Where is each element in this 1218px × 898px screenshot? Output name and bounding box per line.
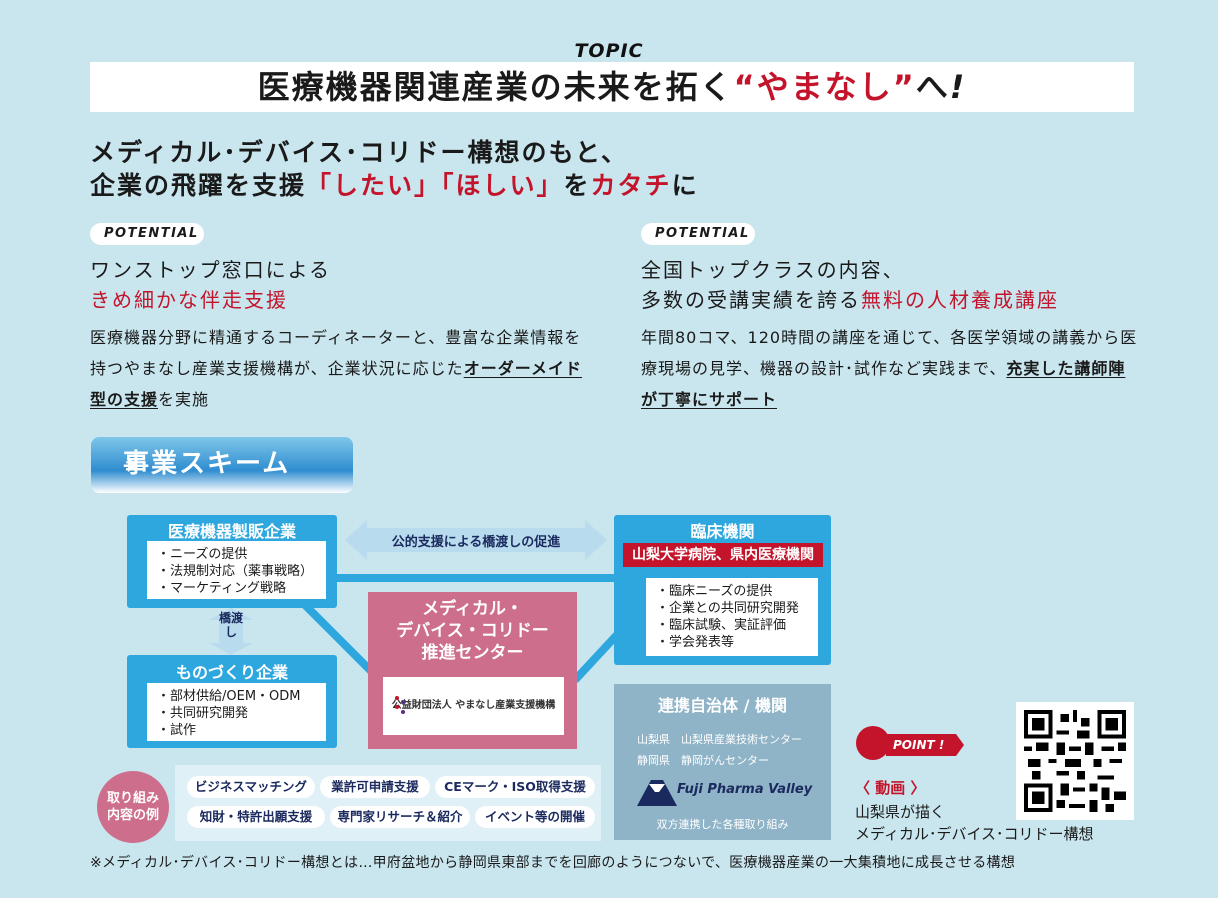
mono-item: ・試作 bbox=[157, 723, 197, 738]
clinic-subtitle: 山梨大学病院、県内医療機関 bbox=[623, 543, 823, 567]
logo-dots-icon bbox=[395, 696, 405, 714]
subtitle-part-d: カタチ bbox=[590, 171, 672, 200]
pointing-hand-icon bbox=[856, 726, 890, 760]
connector-horizontal bbox=[337, 574, 614, 582]
clinic-title: 臨床機関 bbox=[690, 522, 755, 541]
right-body: 年間80コマ、120時間の講座を通じて、各医学領域の講義から医療現場の見学、機器… bbox=[641, 322, 1141, 415]
clinic-item: ・学会発表等 bbox=[656, 635, 735, 650]
maker-item: ・マーケティング戦略 bbox=[157, 581, 286, 596]
initiative-tag: 専門家リサーチ＆紹介 bbox=[330, 806, 470, 828]
bridge-vertical-label: 橋渡し bbox=[219, 611, 244, 639]
initiative-tag: 業許可申請支援 bbox=[320, 776, 430, 798]
title-exclamation: ! bbox=[949, 68, 967, 106]
right-body-underlined: 充実した講師陣が丁寧にサポート bbox=[641, 359, 1126, 409]
page-title: 医療機器関連産業の未来を拓く“やまなし”へ! bbox=[90, 62, 1134, 112]
clinic-item: ・企業との共同研究開発 bbox=[656, 601, 799, 616]
footnote: ※メディカル･デバイス･コリドー構想とは…甲府盆地から静岡県東部までを回廊のよう… bbox=[90, 855, 1016, 871]
partner-title: 連携自治体 / 機関 bbox=[658, 696, 787, 715]
point-badge-shape bbox=[886, 734, 964, 756]
subtitle-part-a: 企業の飛躍を支援 bbox=[90, 171, 307, 200]
play-triangle-icon bbox=[128, 458, 138, 472]
right-heading-line2: 多数の受講実績を誇る無料の人材養成講座 bbox=[641, 285, 1059, 315]
maker-item: ・ニーズの提供 bbox=[157, 547, 248, 562]
center-title-line1: メディカル・ bbox=[422, 599, 523, 619]
left-heading: ワンストップ窓口による きめ細かな伴走支援 bbox=[90, 255, 331, 315]
bridge-horizontal-label: 公的支援による橋渡しの促進 bbox=[391, 535, 561, 550]
partner-line1: 山梨県 山梨県産業技術センター bbox=[637, 733, 802, 746]
left-body-text: 医療機器分野に精通するコーディネーターと、豊富な企業情報を持つやまなし産業支援機… bbox=[90, 328, 582, 378]
subtitle-part-b: 「したい」「ほしい」 bbox=[306, 171, 564, 200]
right-heading: 全国トップクラスの内容、 多数の受講実績を誇る無料の人材養成講座 bbox=[641, 255, 1059, 315]
initiative-tag: 知財・特許出願支援 bbox=[187, 806, 325, 828]
video-caption-line2: メディカル･デバイス･コリドー構想 bbox=[855, 825, 1094, 843]
maker-title: 医療機器製販企業 bbox=[167, 522, 296, 541]
scheme-banner: 事業スキーム bbox=[91, 437, 353, 493]
right-body-text: 年間80コマ、120時間の講座を通じて、各医学領域の講義から医療現場の見学、機器… bbox=[641, 328, 1138, 378]
partner-line2: 静岡県 静岡がんセンター bbox=[637, 754, 769, 767]
connector-maker-center bbox=[297, 597, 383, 683]
subtitle-part-e: に bbox=[671, 171, 699, 200]
center-title-line2: デバイス・コリドー bbox=[396, 621, 549, 641]
center-title: メディカル・ デバイス・コリドー 推進センター bbox=[368, 598, 577, 664]
left-body: 医療機器分野に精通するコーディネーターと、豊富な企業情報を持つやまなし産業支援機… bbox=[90, 322, 590, 415]
qr-code-icon bbox=[1024, 710, 1126, 812]
mono-title: ものづくり企業 bbox=[175, 663, 288, 682]
right-heading-line1: 全国トップクラスの内容、 bbox=[641, 258, 905, 282]
initiatives-label-line2: 内容の例 bbox=[106, 808, 159, 823]
mono-item: ・共同研究開発 bbox=[157, 706, 249, 721]
title-end: へ bbox=[915, 68, 950, 106]
center-title-line3: 推進センター bbox=[421, 643, 524, 663]
maker-item: ・法規制対応（薬事戦略） bbox=[157, 564, 314, 579]
bridge-horizontal-arrow bbox=[345, 520, 607, 560]
clinic-item: ・臨床試験、実証評価 bbox=[656, 618, 787, 633]
left-body-underlined: オーダーメイド型の支援 bbox=[90, 359, 583, 409]
fuji-pharma-valley-logo: Fuji Pharma Valley bbox=[677, 782, 813, 797]
clinic-item: ・臨床ニーズの提供 bbox=[656, 584, 773, 599]
maker-list: ・ニーズの提供 ・法規制対応（薬事戦略） ・マーケティング戦略 bbox=[147, 541, 326, 599]
left-heading-line1: ワンストップ窓口による bbox=[90, 258, 331, 282]
title-main: 医療機器関連産業の未来を拓く bbox=[257, 68, 734, 106]
mono-list: ・部材供給/OEM・ODM ・共同研究開発 ・試作 bbox=[147, 683, 326, 741]
left-body-end: を実施 bbox=[158, 390, 210, 409]
title-highlight: “やまなし” bbox=[733, 68, 916, 106]
subtitle-part-c: を bbox=[563, 171, 591, 200]
potential-badge-right: POTENTIAL bbox=[641, 223, 755, 245]
point-badge: POINT ! bbox=[893, 738, 945, 752]
subtitle-line1: メディカル･デバイス･コリドー構想のもと、 bbox=[90, 138, 629, 167]
qr-code[interactable] bbox=[1016, 702, 1134, 820]
partner-box bbox=[614, 684, 831, 840]
initiatives-label-line1: 取り組み bbox=[106, 791, 159, 806]
video-caption-line1: 山梨県が描く bbox=[855, 803, 946, 821]
initiative-tag: CEマーク・ISO取得支援 bbox=[435, 776, 595, 798]
right-heading-line2-b: 無料の人材養成講座 bbox=[861, 288, 1059, 312]
clinic-list: ・臨床ニーズの提供 ・企業との共同研究開発 ・臨床試験、実証評価 ・学会発表等 bbox=[646, 578, 818, 656]
bridge-vertical-arrow bbox=[209, 608, 253, 655]
fuji-mountain-icon bbox=[637, 780, 677, 806]
left-heading-line2: きめ細かな伴走支援 bbox=[90, 288, 288, 312]
partner-footer: 双方連携した各種取り組み bbox=[656, 818, 789, 831]
organization-logo: 公益財団法人 やまなし産業支援機構 bbox=[383, 677, 564, 735]
potential-badge-left: POTENTIAL bbox=[90, 223, 204, 245]
mono-item: ・部材供給/OEM・ODM bbox=[157, 689, 301, 704]
right-heading-line2-a: 多数の受講実績を誇る bbox=[641, 288, 861, 312]
subtitle-line2: 企業の飛躍を支援「したい」「ほしい」をカタチに bbox=[90, 166, 699, 202]
initiative-tag: イベント等の開催 bbox=[475, 806, 595, 828]
topic-label: TOPIC bbox=[574, 40, 644, 62]
initiatives-label: 取り組み 内容の例 bbox=[97, 771, 169, 843]
video-label[interactable]: 〈 動画 〉 bbox=[855, 779, 926, 797]
initiative-tag: ビジネスマッチング bbox=[187, 776, 315, 798]
